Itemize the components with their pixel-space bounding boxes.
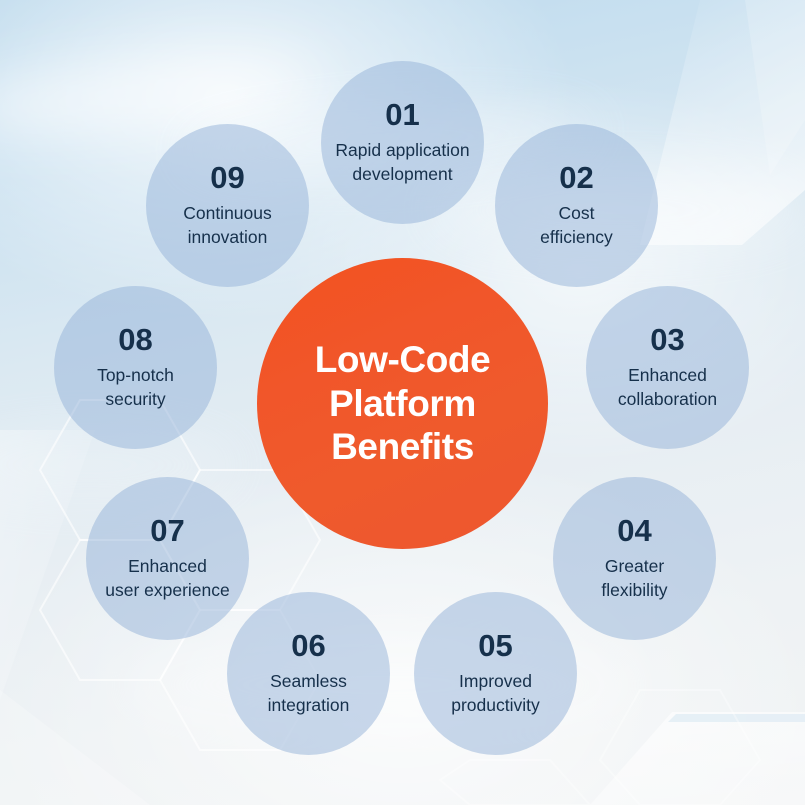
benefit-label: Greater flexibility	[601, 556, 668, 600]
benefit-number: 01	[385, 97, 420, 133]
benefit-label: Continuous innovation	[183, 203, 272, 247]
benefit-bubble-06[interactable]: 06 Seamless integration	[227, 592, 390, 755]
benefit-bubble-07[interactable]: 07 Enhanced user experience	[86, 477, 249, 640]
benefit-number: 09	[210, 160, 245, 196]
benefit-label: Top-notch security	[97, 365, 174, 409]
angled-panel-top-right-edge	[745, 0, 805, 175]
benefit-bubble-04[interactable]: 04 Greater flexibility	[553, 477, 716, 640]
benefit-number: 05	[478, 628, 513, 664]
benefit-number: 02	[559, 160, 594, 196]
benefit-label: Enhanced collaboration	[617, 365, 718, 409]
angled-panel-bottom-right	[590, 712, 805, 805]
cloud-streak-icon	[0, 44, 323, 146]
benefit-label: Enhanced user experience	[105, 556, 230, 600]
benefit-bubble-01[interactable]: 01 Rapid application development	[321, 61, 484, 224]
angled-panel-bottom-right-highlight	[668, 714, 805, 722]
benefit-bubble-08[interactable]: 08 Top-notch security	[54, 286, 217, 449]
benefit-number: 08	[118, 322, 153, 358]
center-hub[interactable]: Low-Code Platform Benefits	[257, 258, 548, 549]
benefit-number: 07	[150, 513, 185, 549]
benefit-bubble-05[interactable]: 05 Improved productivity	[414, 592, 577, 755]
benefit-bubble-09[interactable]: 09 Continuous innovation	[146, 124, 309, 287]
benefit-label: Cost efficiency	[540, 203, 613, 247]
benefit-number: 03	[650, 322, 685, 358]
benefit-bubble-03[interactable]: 03 Enhanced collaboration	[586, 286, 749, 449]
benefit-label: Seamless integration	[267, 671, 350, 715]
benefit-bubble-02[interactable]: 02 Cost efficiency	[495, 124, 658, 287]
benefit-label: Improved productivity	[451, 671, 540, 715]
benefit-number: 04	[617, 513, 652, 549]
benefit-number: 06	[291, 628, 326, 664]
center-title: Low-Code Platform Benefits	[314, 339, 491, 468]
benefit-label: Rapid application development	[335, 140, 470, 184]
angled-panel-bottom-left	[0, 690, 150, 805]
